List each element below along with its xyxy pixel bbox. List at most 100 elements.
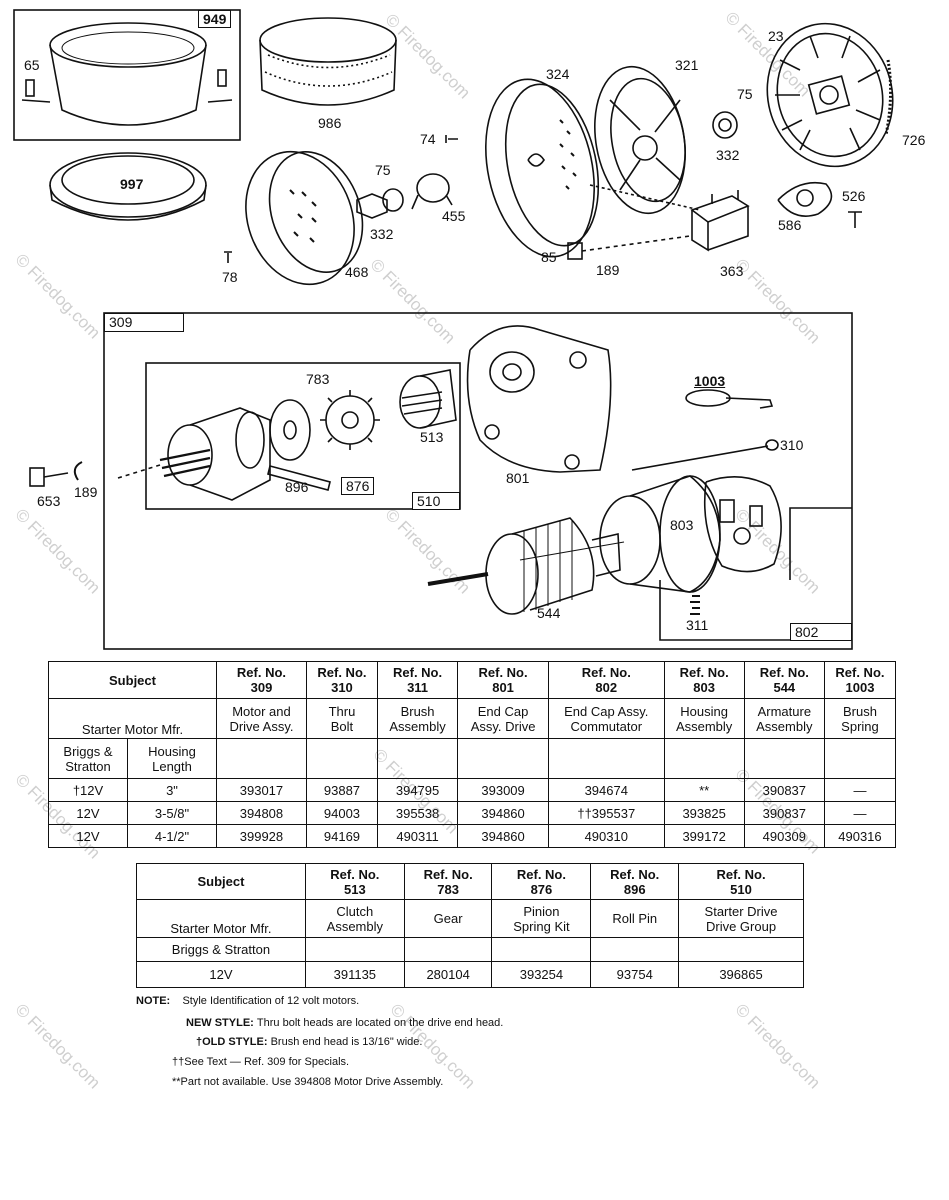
table-cell: 93754	[590, 961, 680, 988]
callout-801: 801	[506, 470, 530, 486]
callout-783: 783	[306, 371, 330, 387]
callout-526: 526	[842, 188, 866, 204]
nut-and-washer-right	[712, 111, 738, 139]
clutch-assembly-drive	[117, 407, 271, 501]
pinion-washer	[269, 399, 311, 461]
callout-986: 986	[318, 115, 342, 131]
callout-332a: 332	[370, 226, 394, 242]
callout-189a: 189	[596, 262, 620, 278]
table2-mfr-label: Starter Motor Mfr.	[136, 899, 306, 938]
starter-cup	[589, 65, 701, 215]
note-text: Thru bolt heads are located on the drive…	[256, 1017, 504, 1029]
roll-pin	[267, 465, 331, 491]
flywheel-screen	[485, 78, 600, 258]
table1-desc: Brush Spring	[823, 698, 897, 739]
callout-85: 85	[541, 249, 557, 265]
table-cell: 393009	[457, 778, 549, 802]
part-363	[690, 190, 750, 252]
callout-65: 65	[24, 57, 40, 73]
foam-element	[259, 17, 397, 106]
table1-desc: Armature Assembly	[743, 698, 825, 739]
table1-ref: Ref. No. 309	[216, 661, 307, 699]
table-cell: 490310	[547, 824, 665, 848]
table2-desc: Clutch Assembly	[304, 899, 405, 938]
table-cell: 391135	[304, 961, 405, 988]
part-455	[411, 173, 453, 210]
watermark: © Firedog.com	[11, 1000, 105, 1093]
callout-949: 949	[198, 10, 232, 28]
table-cell: 395538	[376, 801, 459, 825]
end-cap-commutator	[703, 476, 782, 573]
callout-468: 468	[345, 264, 369, 280]
table-cell: ††395537	[547, 801, 665, 825]
callout-1003: 1003	[694, 373, 726, 389]
note-line-3: †OLD STYLE: Brush end head is 13/16" wid…	[196, 1036, 422, 1048]
screw-74	[445, 135, 458, 143]
table-cell: 4-1/2"	[127, 824, 217, 848]
callout-896: 896	[285, 479, 309, 495]
brush-spring	[685, 389, 774, 409]
table-cell: 490316	[823, 824, 897, 848]
table1-ref: Ref. No. 801	[457, 661, 549, 699]
callout-311: 311	[686, 617, 709, 633]
callout-310: 310	[780, 437, 804, 453]
table1-desc: End Cap Assy. Commutator	[547, 698, 665, 739]
table-cell: 393825	[663, 801, 745, 825]
callout-586: 586	[778, 217, 802, 233]
parts-table-starter-motor: Subject Ref. No. 309 Ref. No. 310 Ref. N…	[48, 661, 897, 848]
table1-subject: Subject	[48, 661, 217, 699]
table-cell: 390837	[743, 801, 825, 825]
table-cell: 399928	[216, 824, 307, 848]
table2-desc: Gear	[403, 899, 493, 938]
table-cell: 399172	[663, 824, 745, 848]
commutator-box	[659, 507, 852, 641]
table-cell: 12V	[48, 801, 128, 825]
callout-75a: 75	[375, 162, 391, 178]
callout-876: 876	[341, 477, 375, 495]
air-cleaner-kit-box	[13, 9, 241, 141]
table-cell: —	[823, 778, 897, 802]
note-text: Brush end head is 13/16" wide.	[270, 1036, 423, 1048]
table-cell: 393017	[216, 778, 307, 802]
table-cell: 3"	[127, 778, 217, 802]
exploded-view-drawing	[13, 9, 894, 650]
table1-ref: Ref. No. 310	[305, 661, 378, 699]
table1-ref: Ref. No. 311	[376, 661, 459, 699]
table2-ref: Ref. No. 513	[304, 863, 405, 900]
table2-desc: Roll Pin	[590, 899, 680, 938]
table-cell: 94003	[305, 801, 378, 825]
table1-desc: Motor and Drive Assy.	[216, 698, 307, 739]
note-label: NOTE:	[136, 995, 171, 1007]
table1-col-brand: Briggs & Stratton	[48, 738, 128, 779]
table1-ref: Ref. No. 802	[547, 661, 665, 699]
table-cell: —	[823, 801, 897, 825]
note-line-5: **Part not available. Use 394808 Motor D…	[172, 1076, 444, 1088]
note-line-2: NEW STYLE: Thru bolt heads are located o…	[186, 1017, 503, 1029]
callout-23: 23	[768, 28, 784, 44]
table1-ref: Ref. No. 1003	[823, 661, 897, 699]
table-cell: 394674	[547, 778, 665, 802]
table-cell: **	[663, 778, 745, 802]
callout-997: 997	[120, 176, 144, 192]
table1-desc: Housing Assembly	[663, 698, 745, 739]
table-row: 12V 3-5/8" 394808 94003 395538 394860 ††…	[48, 801, 897, 825]
table1-ref: Ref. No. 544	[743, 661, 825, 699]
table2-desc: Starter Drive Drive Group	[678, 899, 804, 938]
table1-ref: Ref. No. 803	[663, 661, 745, 699]
table1-desc: Thru Bolt	[305, 698, 378, 739]
table-cell: 12V	[48, 824, 128, 848]
bolt-85	[567, 235, 691, 260]
air-cleaner-ring	[49, 152, 207, 221]
callout-513: 513	[420, 429, 444, 445]
table-row: 12V 391135 280104 393254 93754 396865	[136, 961, 804, 988]
callout-78: 78	[222, 269, 238, 285]
table2-ref: Ref. No. 783	[403, 863, 493, 900]
screw-78	[224, 251, 232, 263]
callout-802: 802	[790, 623, 852, 641]
callout-75b: 75	[737, 86, 753, 102]
starter-motor-box	[103, 312, 853, 650]
rotating-screen	[245, 150, 364, 286]
callout-544: 544	[537, 605, 561, 621]
note-label: †OLD STYLE:	[196, 1036, 268, 1048]
table-row: †12V 3" 393017 93887 394795 393009 39467…	[48, 778, 897, 802]
